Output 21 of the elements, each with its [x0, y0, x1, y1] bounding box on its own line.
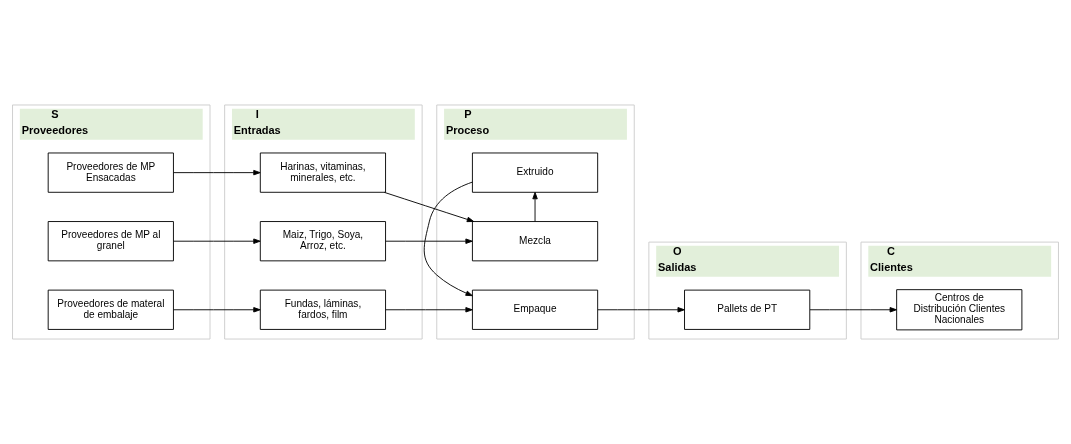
node-box: Mezcla [471, 221, 599, 262]
node-box: Extruido [471, 152, 599, 193]
node-box: Proveedores de MP Ensacadas [47, 152, 174, 193]
arrow [173, 169, 261, 176]
node-box: Centros de Distribución Clientes Nacionales [896, 289, 1023, 331]
node-box: Pallets de PT [684, 289, 811, 330]
arrow [597, 307, 685, 313]
node-box: Fundas, láminas, fardos, film [259, 289, 386, 330]
arrow [173, 238, 261, 244]
node-box: Maiz, Trigo, Soya, Arroz, etc. [259, 221, 386, 262]
arrow [385, 238, 473, 244]
node-box: Proveedores de materal de embalaje [47, 289, 174, 330]
node-box: Harinas, vitaminas, minerales, etc. [259, 152, 386, 193]
arrow [423, 181, 473, 297]
node-box: Empaque [471, 289, 599, 330]
arrow [385, 307, 473, 313]
node-box: Proveedores de MP al granel [47, 221, 174, 262]
arrow [532, 191, 538, 222]
arrow [173, 307, 261, 313]
arrow [809, 307, 897, 313]
arrow [383, 191, 475, 223]
